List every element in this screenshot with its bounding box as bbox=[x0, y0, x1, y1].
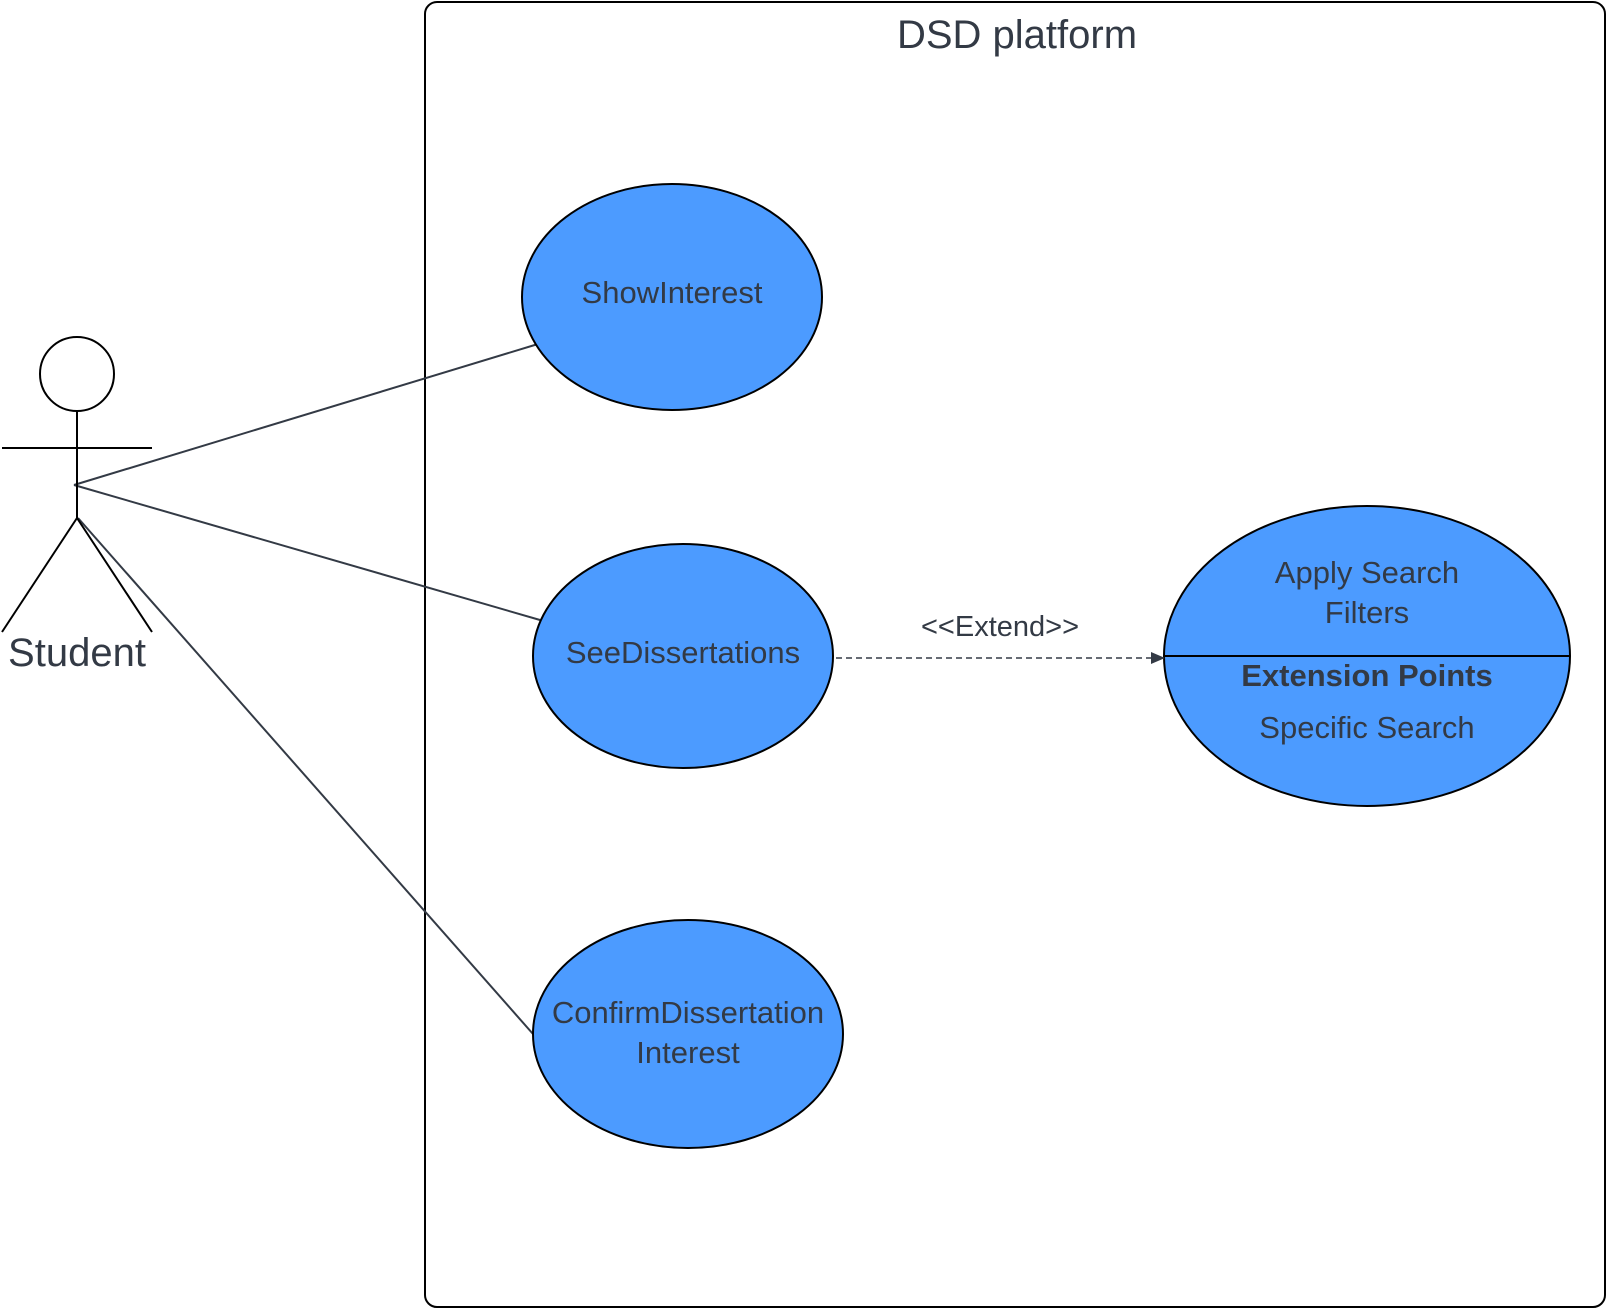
use-case-ellipse bbox=[532, 543, 834, 769]
use-case-label: ShowInterest bbox=[582, 275, 763, 310]
actor-head bbox=[39, 336, 115, 412]
system-title: DSD platform bbox=[897, 13, 1137, 57]
extension-points-heading: Extension Points bbox=[1241, 658, 1492, 693]
use-case-confirm-dissertation-interest[interactable]: ConfirmDissertation Interest bbox=[532, 919, 844, 1149]
use-case-apply-search-filters[interactable]: Apply Search Filters Extension Points Sp… bbox=[1163, 505, 1571, 807]
use-case-label-line1: Apply Search bbox=[1275, 555, 1459, 590]
actor-label: Student bbox=[8, 631, 146, 675]
system-boundary bbox=[424, 1, 1606, 1308]
extension-point-item: Specific Search bbox=[1259, 710, 1474, 745]
use-case-label-line1: ConfirmDissertation bbox=[552, 995, 824, 1030]
actor-right-leg bbox=[76, 517, 153, 633]
use-case-label-line2: Filters bbox=[1325, 595, 1409, 630]
use-case-ellipse bbox=[521, 183, 823, 411]
use-case-label-line2: Interest bbox=[636, 1035, 740, 1070]
actor-student[interactable]: Student bbox=[1, 336, 153, 675]
use-case-see-dissertations[interactable]: SeeDissertations bbox=[532, 543, 834, 769]
association-confirm-interest bbox=[77, 517, 534, 1035]
use-case-ellipse bbox=[532, 919, 844, 1149]
extend-label: <<Extend>> bbox=[921, 611, 1079, 643]
use-case-label: SeeDissertations bbox=[566, 635, 800, 670]
actor-left-leg bbox=[1, 517, 78, 633]
association-see-dissertations bbox=[73, 484, 541, 621]
association-show-interest bbox=[73, 343, 539, 486]
use-case-show-interest[interactable]: ShowInterest bbox=[521, 183, 823, 411]
